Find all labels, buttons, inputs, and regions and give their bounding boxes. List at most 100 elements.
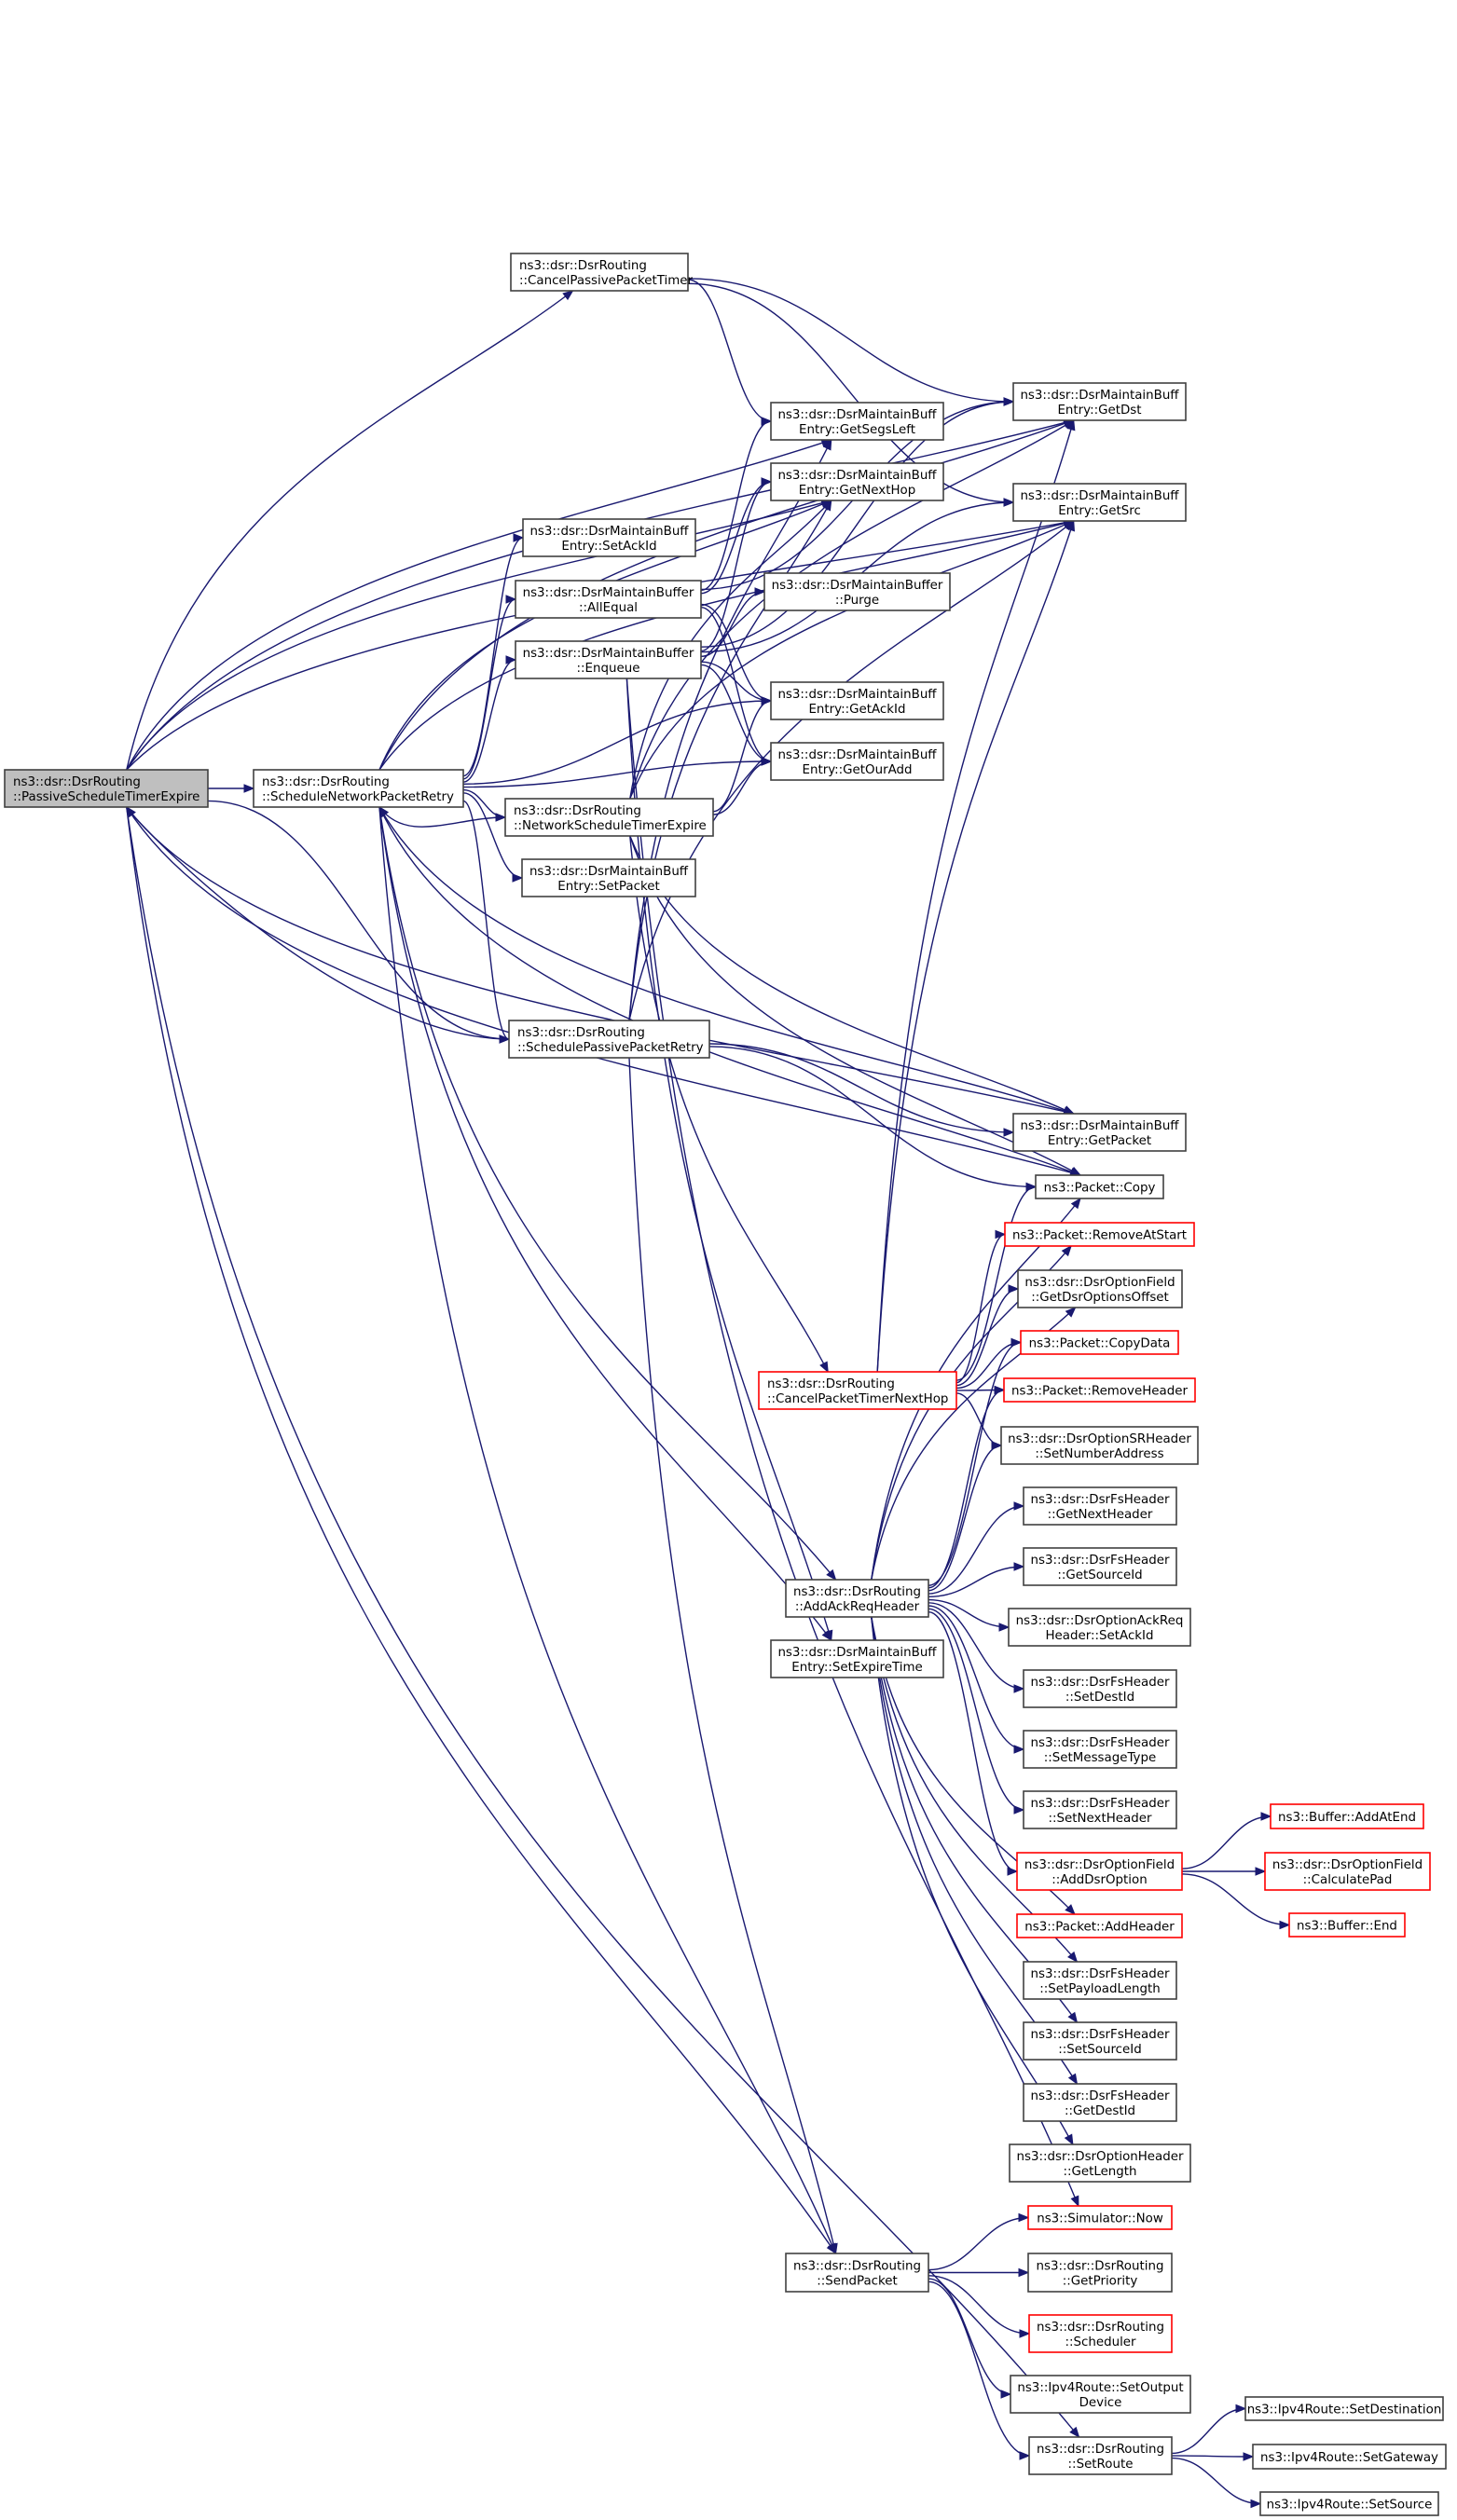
edge-addackreqheader-to-removeheader bbox=[928, 1389, 1005, 1589]
node-cppt[interactable]: ns3::dsr::DsrRouting::CancelPassivePacke… bbox=[510, 253, 693, 292]
edge-sppr-to-getnexthop bbox=[628, 500, 832, 1021]
node-getpacket[interactable]: ns3::dsr::DsrMaintainBuffEntry::GetPacke… bbox=[1012, 1113, 1187, 1152]
node-scheduler[interactable]: ns3::dsr::DsrRouting::Scheduler bbox=[1028, 2314, 1173, 2353]
node-purge[interactable]: ns3::dsr::DsrMaintainBuffer::Purge bbox=[763, 572, 951, 611]
node-label: ns3::dsr::DsrRouting bbox=[767, 1377, 895, 1391]
arrowhead-icon bbox=[513, 533, 525, 542]
node-box bbox=[1027, 2205, 1173, 2230]
node-getnextheader[interactable]: ns3::dsr::DsrFsHeader::GetNextHeader bbox=[1023, 1486, 1177, 1526]
edge-addackreqheader-to-getsourceid bbox=[928, 1566, 1024, 1597]
node-removeatstart[interactable]: ns3::Packet::RemoveAtStart bbox=[1004, 1222, 1195, 1247]
edge-nste-to-snpr bbox=[378, 806, 506, 828]
arrowhead-icon bbox=[562, 290, 574, 301]
node-getouradd[interactable]: ns3::dsr::DsrMaintainBuffEntry::GetOurAd… bbox=[770, 742, 944, 781]
edge-cptnh-to-removeatstart bbox=[955, 1233, 1006, 1384]
node-getdsroptionsoffset[interactable]: ns3::dsr::DsrOptionField::GetDsrOptionsO… bbox=[1017, 1269, 1183, 1308]
node-addheader[interactable]: ns3::Packet::AddHeader bbox=[1016, 1913, 1183, 1938]
node-removeheader[interactable]: ns3::Packet::RemoveHeader bbox=[1003, 1377, 1196, 1403]
edge-nste-to-getnexthop bbox=[629, 500, 832, 800]
arrowhead-icon bbox=[1065, 1307, 1077, 1318]
node-setnextheader[interactable]: ns3::dsr::DsrFsHeader::SetNextHeader bbox=[1023, 1790, 1177, 1829]
node-cptnh[interactable]: ns3::dsr::DsrRouting::CancelPacketTimerN… bbox=[758, 1371, 957, 1410]
node-label: ::Purge bbox=[835, 594, 879, 608]
node-copydata[interactable]: ns3::Packet::CopyData bbox=[1020, 1330, 1179, 1355]
node-label: ns3::dsr::DsrFsHeader bbox=[1030, 1797, 1169, 1811]
node-sendpacket[interactable]: ns3::dsr::DsrRouting::SendPacket bbox=[785, 2253, 929, 2293]
node-getlength[interactable]: ns3::dsr::DsrOptionHeader::GetLength bbox=[1009, 2143, 1191, 2183]
edge-root-to-getnexthop bbox=[126, 500, 832, 771]
edge-sendpacket-to-setoutputdevice bbox=[928, 2278, 1011, 2395]
node-label: ns3::Packet::CopyData bbox=[1029, 1337, 1171, 1351]
node-snpr[interactable]: ns3::dsr::DsrRouting::ScheduleNetworkPac… bbox=[253, 769, 464, 808]
edge-sppr-to-sendpacket bbox=[628, 1057, 837, 2254]
node-copy[interactable]: ns3::Packet::Copy bbox=[1035, 1174, 1164, 1199]
node-box bbox=[770, 402, 944, 441]
arrowhead-icon bbox=[243, 784, 255, 793]
node-setroute[interactable]: ns3::dsr::DsrRouting::SetRoute bbox=[1028, 2436, 1173, 2475]
node-label: ::NetworkScheduleTimerExpire bbox=[514, 819, 707, 833]
node-root[interactable]: ns3::dsr::DsrRouting::PassiveScheduleTim… bbox=[4, 769, 209, 808]
node-box bbox=[515, 640, 702, 679]
node-getsourceid[interactable]: ns3::dsr::DsrFsHeader::GetSourceId bbox=[1023, 1547, 1177, 1586]
node-label: ns3::Buffer::AddAtEnd bbox=[1278, 1811, 1416, 1825]
node-box bbox=[1017, 1269, 1183, 1308]
node-setnumberaddress[interactable]: ns3::dsr::DsrOptionSRHeader::SetNumberAd… bbox=[1000, 1426, 1199, 1465]
node-box bbox=[1010, 2375, 1191, 2414]
node-setdestid[interactable]: ns3::dsr::DsrFsHeader::SetDestId bbox=[1023, 1669, 1177, 1708]
edge-addackreqheader-to-ackreqsetackid bbox=[928, 1598, 1010, 1628]
node-now[interactable]: ns3::Simulator::Now bbox=[1027, 2205, 1173, 2230]
arrowhead-icon bbox=[1025, 1182, 1038, 1192]
node-setsourceid[interactable]: ns3::dsr::DsrFsHeader::SetSourceId bbox=[1023, 2021, 1177, 2061]
edge-addackreqheader-to-setdestid bbox=[928, 1602, 1024, 1690]
node-label: ::AllEqual bbox=[579, 601, 638, 615]
node-setmessagetype[interactable]: ns3::dsr::DsrFsHeader::SetMessageType bbox=[1023, 1730, 1177, 1769]
node-setgateway[interactable]: ns3::Ipv4Route::SetGateway bbox=[1252, 2444, 1447, 2470]
node-getnexthop[interactable]: ns3::dsr::DsrMaintainBuffEntry::GetNextH… bbox=[770, 462, 944, 501]
node-label: ::SetNextHeader bbox=[1049, 1812, 1152, 1826]
node-enqueue[interactable]: ns3::dsr::DsrMaintainBuffer::Enqueue bbox=[515, 640, 702, 679]
edge-enqueue-to-getnexthop bbox=[700, 481, 772, 652]
edge-addackreqheader-to-setmessagetype bbox=[928, 1605, 1024, 1750]
node-label: Entry::GetAckId bbox=[808, 703, 905, 717]
node-allequal[interactable]: ns3::dsr::DsrMaintainBuffer::AllEqual bbox=[515, 580, 702, 619]
node-bufferend[interactable]: ns3::Buffer::End bbox=[1288, 1912, 1406, 1938]
node-setdestination[interactable]: ns3::Ipv4Route::SetDestination bbox=[1244, 2396, 1444, 2421]
node-box bbox=[515, 580, 702, 619]
edge-snpr-to-setexpiretime bbox=[378, 806, 832, 1641]
node-getdestid[interactable]: ns3::dsr::DsrFsHeader::GetDestId bbox=[1023, 2083, 1177, 2122]
node-box bbox=[1016, 1852, 1183, 1891]
node-addatend[interactable]: ns3::Buffer::AddAtEnd bbox=[1270, 1803, 1424, 1829]
arrowhead-icon bbox=[125, 805, 136, 818]
node-nste[interactable]: ns3::dsr::DsrRouting::NetworkScheduleTim… bbox=[504, 798, 714, 837]
node-setpacket[interactable]: ns3::dsr::DsrMaintainBuffEntry::SetPacke… bbox=[521, 858, 696, 897]
edge-sendpacket-to-scheduler bbox=[928, 2275, 1030, 2335]
node-sppr[interactable]: ns3::dsr::DsrRouting::SchedulePassivePac… bbox=[508, 1020, 710, 1059]
node-label: ::Enqueue bbox=[577, 662, 640, 676]
node-calculatepad[interactable]: ns3::dsr::DsrOptionField::CalculatePad bbox=[1264, 1852, 1431, 1891]
node-setexpiretime[interactable]: ns3::dsr::DsrMaintainBuffEntry::SetExpir… bbox=[770, 1639, 944, 1678]
node-box bbox=[522, 518, 696, 557]
edge-snpr-to-getackid bbox=[462, 700, 772, 785]
node-box bbox=[1027, 2253, 1173, 2293]
node-setsource[interactable]: ns3::Ipv4Route::SetSource bbox=[1259, 2491, 1439, 2516]
node-setpayloadlength[interactable]: ns3::dsr::DsrFsHeader::SetPayloadLength bbox=[1023, 1961, 1177, 2000]
node-box bbox=[1288, 1912, 1406, 1938]
node-label: ns3::dsr::DsrRouting bbox=[514, 804, 641, 818]
node-ackreqsetackid[interactable]: ns3::dsr::DsrOptionAckReqHeader::SetAckI… bbox=[1008, 1608, 1191, 1647]
node-box bbox=[508, 1020, 710, 1059]
node-getpriority[interactable]: ns3::dsr::DsrRouting::GetPriority bbox=[1027, 2253, 1173, 2293]
node-label: ns3::dsr::DsrRouting bbox=[519, 259, 647, 273]
node-box bbox=[1244, 2396, 1444, 2421]
node-box bbox=[785, 2253, 929, 2293]
node-label: ns3::Packet::RemoveAtStart bbox=[1012, 1229, 1187, 1243]
node-addackreqheader[interactable]: ns3::dsr::DsrRouting::AddAckReqHeader bbox=[785, 1579, 929, 1618]
node-label: ns3::dsr::DsrMaintainBuff bbox=[1020, 489, 1179, 503]
arrowhead-icon bbox=[1067, 2073, 1079, 2086]
node-getsegsleft[interactable]: ns3::dsr::DsrMaintainBuffEntry::GetSegsL… bbox=[770, 402, 944, 441]
node-adddsroption[interactable]: ns3::dsr::DsrOptionField::AddDsrOption bbox=[1016, 1852, 1183, 1891]
